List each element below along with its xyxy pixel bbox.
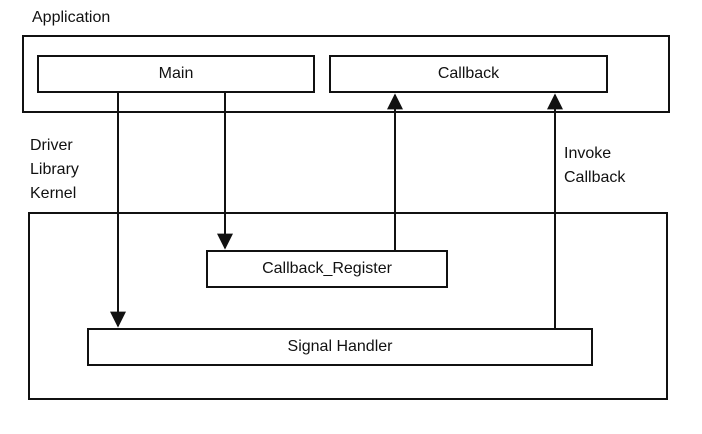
application-region-label: Application: [32, 9, 111, 26]
signal-handler-node: Signal Handler: [87, 328, 593, 366]
invoke-callback-label-line2: Callback: [564, 169, 626, 186]
callback-node: Callback: [329, 55, 608, 93]
main-node-label: Main: [158, 65, 194, 82]
callback-register-node: Callback_Register: [206, 250, 448, 288]
callback-register-node-label: Callback_Register: [262, 260, 392, 277]
main-node: Main: [37, 55, 315, 93]
callback-node-label: Callback: [437, 65, 500, 82]
driver-label: Driver: [30, 137, 73, 154]
signal-handler-node-label: Signal Handler: [287, 338, 393, 355]
library-label: Library: [30, 161, 79, 178]
kernel-region: [28, 212, 668, 400]
kernel-label: Kernel: [30, 185, 77, 202]
invoke-callback-label-line1: Invoke: [564, 145, 612, 162]
